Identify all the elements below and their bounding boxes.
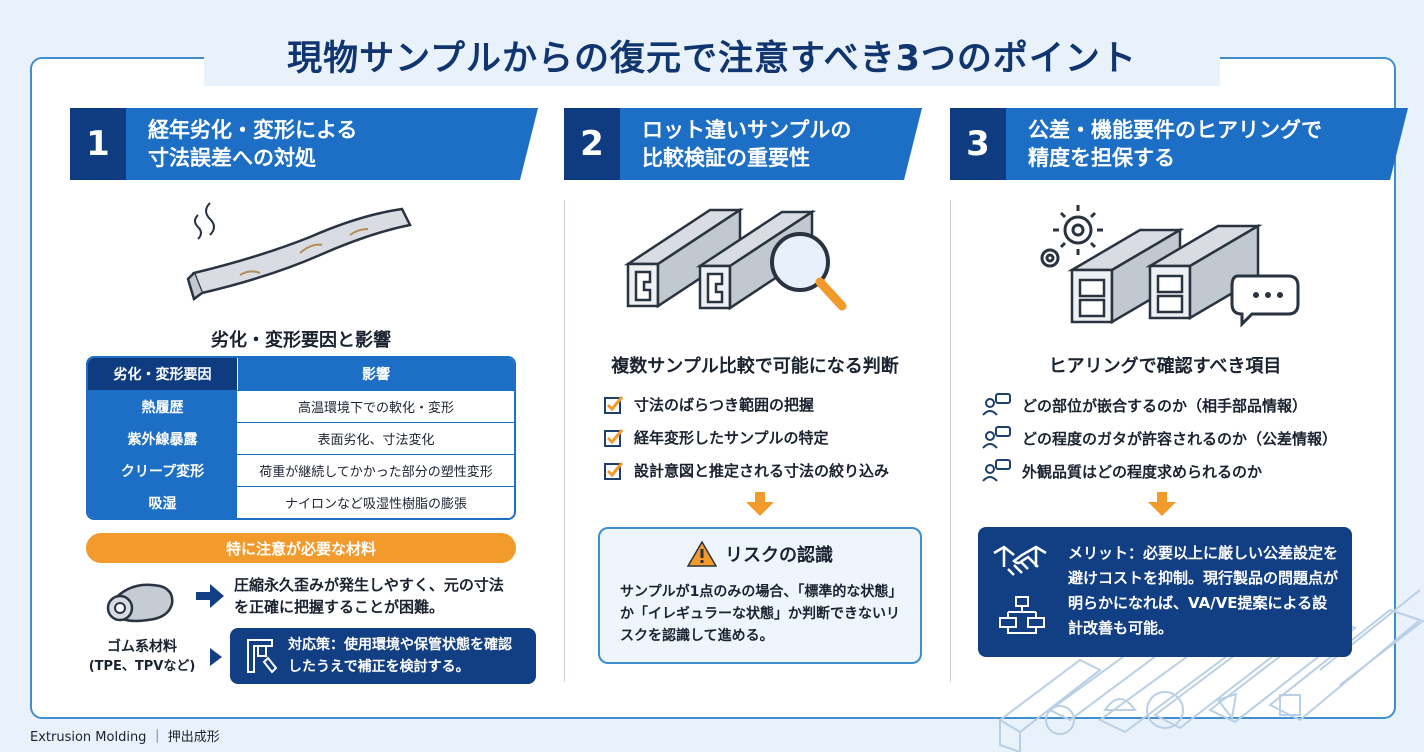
table-cell: 表面劣化、寸法変化 [317, 433, 435, 448]
section-2-number: 2 [564, 108, 620, 180]
section-2-subhead: 複数サンプル比較で可能になる判断 [611, 356, 899, 377]
section-3-title-text: 公差・機能要件のヒアリングで 精度を担保する [1028, 118, 1322, 170]
person-chat-icon [982, 426, 1011, 449]
column-divider [564, 200, 565, 682]
section-1-title: 経年劣化・変形による 寸法誤差への対処 [126, 108, 538, 180]
section-2-title: ロット違いサンプルの 比較検証の重要性 [620, 108, 922, 180]
check-item-label: 経年変形したサンプルの特定 [634, 429, 829, 447]
footer-label: Extrusion Molding ｜ 押出成形 [30, 730, 220, 745]
gear-profile-chat-icon [1040, 205, 1300, 328]
hearing-item: どの部位が嵌合するのか（相手部品情報） [982, 393, 1307, 417]
profile-comparison-magnifier-icon [623, 207, 847, 311]
check-item: 経年変形したサンプルの特定 [604, 427, 829, 448]
warped-profile-icon [186, 202, 412, 302]
rubber-material-icon [106, 583, 174, 623]
table-cell: 荷重が継続してかかった部分の塑性変形 [259, 465, 493, 480]
checkbox-checked-icon [604, 428, 624, 447]
table-row: 紫外線暴露 表面劣化、寸法変化 [88, 422, 514, 454]
risk-body: サンプルが1点のみの場合、「標準的な状態」か「イレギュラーな状態」か判断できない… [620, 584, 903, 644]
hearing-item-label: どの程度のガタが許容されるのか（公差情報） [1022, 429, 1338, 448]
hearing-item-label: 外観品質はどの程度求められるのか [1022, 462, 1263, 481]
check-item: 寸法のばらつき範囲の把握 [604, 394, 814, 415]
section-3-number: 3 [950, 108, 1006, 180]
table-cell: ナイロンなど吸湿性樹脂の膨張 [284, 497, 467, 512]
countermeasure-text: 対応策：使用環境や保管状態を確認 したうえで補正を検討する。 [288, 637, 512, 675]
section-3-subhead: ヒアリングで確認すべき項目 [1048, 356, 1282, 377]
risk-title-row: リスクの認識 [600, 541, 920, 567]
page-title: 現物サンプルからの復元で注意すべき3つのポイント [204, 32, 1220, 86]
risk-box: リスクの認識 サンプルが1点のみの場合、「標準的な状態」か「イレギュラーな状態」… [598, 527, 922, 664]
check-item-label: 寸法のばらつき範囲の把握 [634, 396, 815, 414]
section-1-subhead: 劣化・変形要因と影響 [211, 330, 391, 351]
warning-icon [687, 541, 717, 567]
person-chat-icon [982, 459, 1011, 482]
arrow-down-icon [1157, 492, 1167, 502]
caliper-icon [247, 639, 278, 674]
countermeasure-box: 対応策：使用環境や保管状態を確認 したうえで補正を検討する。 [230, 628, 536, 684]
merit-box: メリット：必要以上に厳しい公差設定を避けコストを抑制。現行製品の問題点が明らかに… [978, 527, 1352, 657]
caution-material-pill: 特に注意が必要な材料 [86, 533, 516, 563]
check-item: 設計意図と推定される寸法の絞り込み [604, 460, 889, 481]
arrow-right-icon [196, 584, 224, 608]
table-header-cell: 劣化・変形要因 [88, 358, 238, 390]
handshake-icon [993, 545, 1047, 576]
table-cell: 紫外線暴露 [88, 423, 238, 454]
checkbox-checked-icon [604, 461, 624, 480]
flowchart-icon [999, 596, 1045, 634]
table-header-row: 劣化・変形要因 影響 [88, 358, 514, 390]
arrow-down-head [1148, 502, 1176, 516]
hearing-item: 外観品質はどの程度求められるのか [982, 459, 1262, 483]
table-row: 熱履歴 高温環境下での軟化・変形 [88, 390, 514, 422]
table-row: クリープ変形 荷重が継続してかかった部分の塑性変形 [88, 454, 514, 486]
table-cell: 吸湿 [88, 487, 238, 518]
material-sub: (TPE、TPVなど) [88, 659, 196, 674]
table-cell: 熱履歴 [88, 391, 238, 422]
table-header-cell: 影響 [238, 358, 514, 390]
hearing-item-label: どの部位が嵌合するのか（相手部品情報） [1022, 396, 1308, 415]
risk-title: リスクの認識 [725, 545, 833, 566]
column-divider [950, 200, 951, 682]
section-1-number: 1 [70, 108, 126, 180]
material-name: ゴム系材料 [107, 639, 177, 655]
material-note: 圧縮永久歪みが発生しやすく、元の寸法 を正確に把握することが困難。 [234, 576, 504, 616]
person-chat-icon [982, 393, 1011, 416]
degradation-table: 劣化・変形要因 影響 熱履歴 高温環境下での軟化・変形 紫外線暴露 表面劣化、寸… [86, 356, 516, 520]
table-row: 吸湿 ナイロンなど吸湿性樹脂の膨張 [88, 486, 514, 518]
check-item-label: 設計意図と推定される寸法の絞り込み [634, 462, 890, 480]
section-3-title: 公差・機能要件のヒアリングで 精度を担保する [1006, 108, 1408, 180]
section-2-header: 2 ロット違いサンプルの 比較検証の重要性 [564, 108, 922, 180]
section-2-title-text: ロット違いサンプルの 比較検証の重要性 [642, 118, 852, 170]
merit-text: メリット：必要以上に厳しい公差設定を避けコストを抑制。現行製品の問題点が明らかに… [1068, 544, 1339, 637]
table-cell: クリープ変形 [88, 455, 238, 486]
table-cell: 高温環境下での軟化・変形 [297, 401, 454, 416]
checkbox-checked-icon [604, 395, 624, 414]
section-3-header: 3 公差・機能要件のヒアリングで 精度を担保する [950, 108, 1408, 180]
chevron-right-icon [210, 648, 222, 666]
section-1-title-text: 経年劣化・変形による 寸法誤差への対処 [148, 118, 358, 170]
arrow-down-head [746, 502, 774, 516]
hearing-item: どの程度のガタが許容されるのか（公差情報） [982, 426, 1337, 450]
arrow-down-icon [755, 492, 765, 502]
section-1-header: 1 経年劣化・変形による 寸法誤差への対処 [70, 108, 538, 180]
